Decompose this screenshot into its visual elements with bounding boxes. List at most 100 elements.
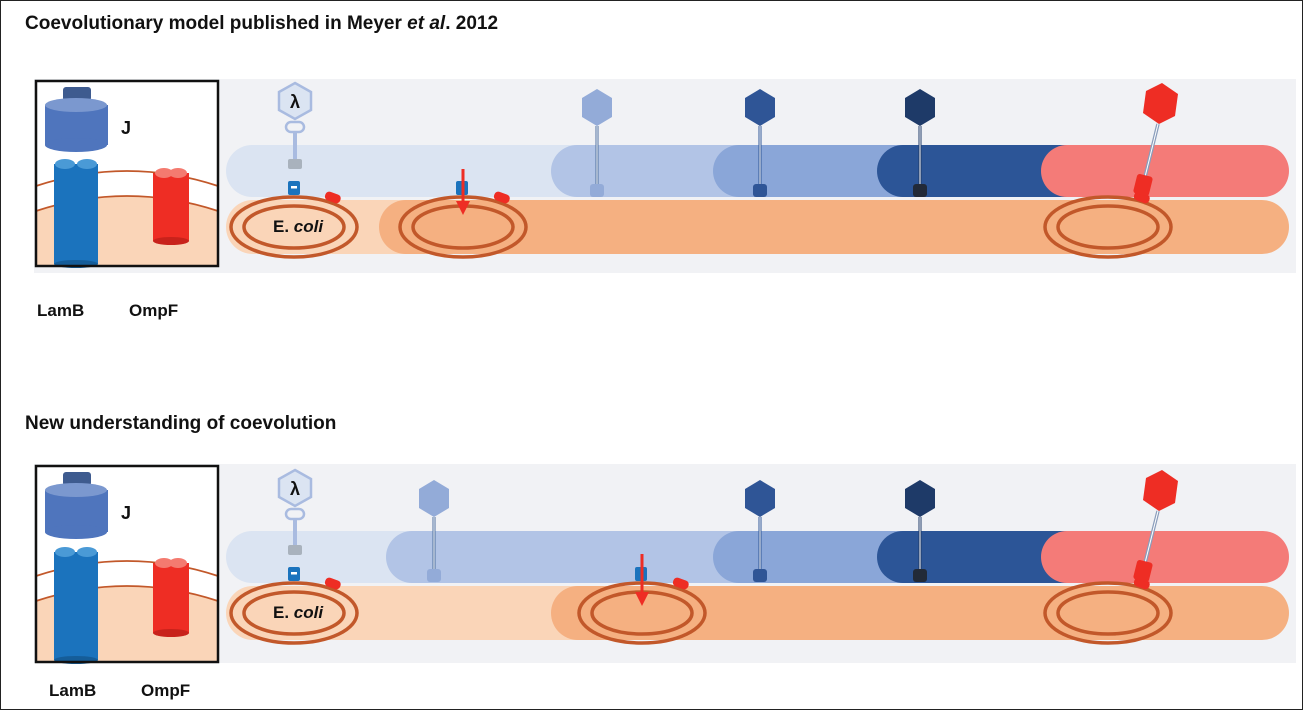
lamb-marker-stripe — [291, 572, 297, 575]
j-top-ring — [45, 98, 107, 112]
host-cell-ancestral: E. coli — [229, 581, 359, 645]
phage-blue-1 — [582, 89, 612, 197]
inset-border — [34, 464, 220, 664]
phage-tail-tip — [1133, 173, 1153, 197]
title-text: Coevolutionary model published in Meyer — [25, 13, 408, 34]
ompf-receptor — [153, 558, 189, 637]
ompf-base — [153, 629, 189, 637]
phage-blue-1 — [419, 480, 449, 582]
host-cell-final — [1043, 581, 1173, 645]
receptor-inset: J — [34, 464, 220, 664]
j-top-ring — [45, 483, 107, 497]
phage-tail-tip — [753, 184, 767, 197]
ompf-marker — [324, 577, 341, 590]
host-label: E. coli — [273, 217, 324, 236]
phage-tail-tip — [288, 545, 302, 555]
phage-red — [1133, 470, 1178, 583]
ompf-top-lobe — [169, 168, 187, 178]
host-bar-evolved — [379, 200, 1289, 254]
phage-head — [419, 480, 449, 517]
j-label: J — [121, 503, 131, 523]
j-bottom-ring — [45, 138, 107, 152]
ompf-body — [153, 173, 189, 241]
phage-blue-2 — [745, 89, 775, 197]
cell-outer-ring — [229, 581, 359, 645]
phage-red — [1133, 83, 1178, 197]
ompf-marker — [672, 577, 689, 590]
host-label-species: coli — [294, 603, 325, 622]
inset-border — [34, 79, 220, 268]
ompf-top-lobe — [155, 558, 173, 568]
ompf-top-lobe — [155, 168, 173, 178]
ompf-label: OmpF — [141, 681, 190, 700]
phage-symbol: λ — [290, 92, 300, 112]
lamb-receptor — [54, 547, 98, 664]
lamb-top-lobe — [55, 547, 75, 557]
lamb-receptor — [54, 159, 98, 268]
cell-outer-ring — [229, 195, 359, 259]
title-text-end: . 2012 — [445, 13, 499, 34]
cell-outer-ring — [1043, 581, 1173, 645]
host-label: E. coli — [273, 603, 324, 622]
phage-tail-tip — [590, 184, 604, 197]
phage-lambda-ancestral: λ — [277, 468, 313, 555]
j-tip — [63, 87, 91, 101]
ompf-label: OmpF — [129, 301, 178, 320]
phage-tail-tip — [913, 569, 927, 582]
cell-outer-ring — [1043, 195, 1173, 259]
j-body — [45, 490, 108, 532]
mutation-arrow — [456, 169, 470, 215]
lamb-label: LamB — [49, 681, 96, 700]
title-italic-text: et al — [407, 13, 446, 34]
j-protein — [45, 87, 108, 152]
cell-inner-ring — [1056, 204, 1160, 250]
ompf-marker — [493, 191, 510, 204]
phage-head — [277, 468, 313, 508]
host-label-species: coli — [294, 217, 325, 236]
mutation-arrow — [635, 554, 649, 606]
j-bottom-ring — [45, 525, 107, 539]
panel-title: Coevolutionary model published in Meyer … — [25, 13, 498, 35]
host-label-genus: E. — [273, 603, 294, 622]
lamb-top-lobe — [77, 159, 97, 169]
phage-head — [277, 81, 313, 121]
phage-blue-3 — [905, 480, 935, 582]
phage-symbol: λ — [290, 479, 300, 499]
j-label: J — [121, 118, 131, 138]
lamb-label: LamB — [37, 301, 84, 320]
ompf-top-lobe — [169, 558, 187, 568]
phage-lambda-ancestral: λ — [277, 81, 313, 169]
phage-head — [905, 480, 935, 517]
host-bar-evolved — [551, 586, 1289, 640]
coevolution-diagram-new: J E. coli — [34, 464, 1296, 700]
ompf-body — [153, 563, 189, 633]
panel-title: New understanding of coevolution — [25, 413, 336, 435]
lamb-marker-stripe — [291, 186, 297, 189]
cell-inner-ring — [242, 590, 346, 636]
j-protein — [45, 472, 108, 539]
phage-bar-red — [1041, 145, 1289, 197]
ompf-marker — [324, 191, 341, 204]
lamb-top-lobe — [55, 159, 75, 169]
phage-head — [1143, 470, 1178, 511]
cell-inner-ring — [1056, 590, 1160, 636]
lamb-body — [54, 552, 98, 660]
phage-head — [1143, 83, 1178, 124]
host-cell-final — [1043, 195, 1173, 259]
ompf-base — [153, 237, 189, 245]
coevolution-diagram-meyer: J E. coli — [34, 79, 1296, 320]
ompf-receptor — [153, 168, 189, 245]
phage-tail-tip — [1133, 559, 1153, 583]
phage-head — [745, 480, 775, 517]
host-cell-ancestral: E. coli — [229, 195, 359, 259]
title-text: New understanding of coevolution — [25, 413, 337, 434]
host-label-genus: E. — [273, 217, 294, 236]
j-tip — [63, 472, 91, 486]
phage-tail-tip — [288, 159, 302, 169]
receptor-inset: J — [34, 79, 220, 268]
phage-bar-red — [1041, 531, 1289, 583]
phage-tail-tip — [753, 569, 767, 582]
phage-head — [582, 89, 612, 126]
phage-tail-tip — [427, 569, 441, 582]
